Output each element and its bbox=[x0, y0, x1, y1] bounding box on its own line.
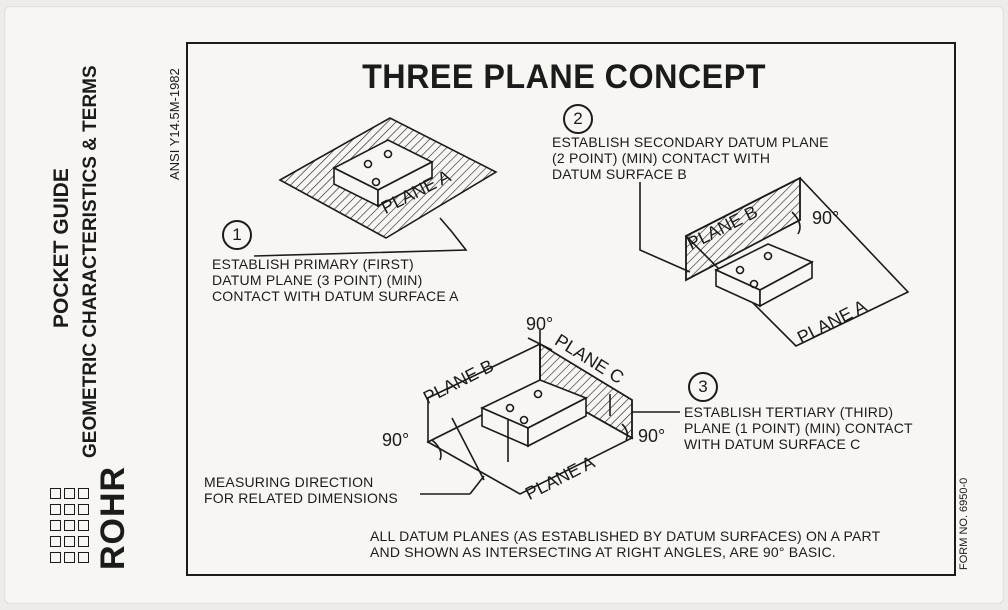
page-title: THREE PLANE CONCEPT bbox=[362, 58, 766, 96]
step-3-number: 3 bbox=[688, 372, 718, 402]
form-number-label: FORM NO. 6950-0 bbox=[958, 477, 970, 570]
diagram-frame bbox=[186, 42, 956, 576]
measuring-direction-note: MEASURING DIRECTION FOR RELATED DIMENSIO… bbox=[204, 474, 398, 506]
three-planes-diagram bbox=[420, 330, 680, 495]
step-1-number: 1 bbox=[222, 220, 252, 250]
step-2-number: 2 bbox=[563, 104, 593, 134]
footer-note: ALL DATUM PLANES (AS ESTABLISHED BY DATU… bbox=[370, 528, 881, 560]
step-1-text: ESTABLISH PRIMARY (FIRST) DATUM PLANE (3… bbox=[212, 256, 459, 304]
plane-b-diagram bbox=[639, 176, 910, 347]
diagram-2-angle-label: 90° bbox=[812, 208, 840, 228]
diagram-3-top-angle-label: 90° bbox=[526, 314, 554, 334]
step-3-text: ESTABLISH TERTIARY (THIRD) PLANE (1 POIN… bbox=[684, 404, 913, 452]
step-2-text: ESTABLISH SECONDARY DATUM PLANE (2 POINT… bbox=[552, 134, 829, 182]
diagram-3-left-angle-label: 90° bbox=[382, 430, 410, 450]
plane-a-diagram bbox=[253, 117, 498, 257]
diagram-3-right-angle-label: 90° bbox=[638, 426, 666, 446]
